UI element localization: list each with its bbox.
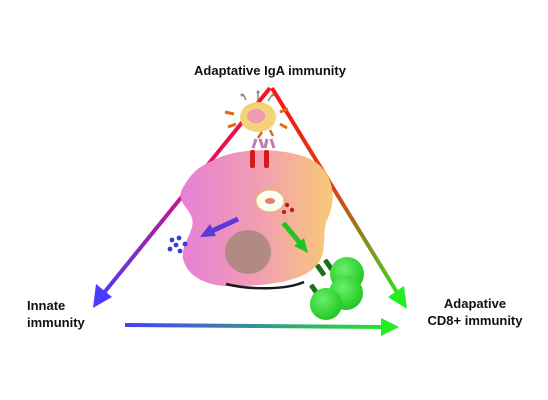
innate-vesicles [167,235,188,254]
iga-receptors [250,138,276,168]
arrow-green-inner [281,221,308,253]
label-cd8-line1: Adapative [443,296,507,311]
arrow-iga-to-cd8 [270,86,407,309]
arrow-purple-inner [200,216,240,237]
label-adaptative-cd8-immunity: Adapative CD8+ immunity [412,295,538,329]
label-innate-immunity: Innate immunity [27,297,85,331]
label-cd8-line2: CD8+ immunity [427,313,523,328]
cd8-t-cells [309,257,364,320]
endosome-vesicle [255,189,295,214]
plasma-cell [224,90,289,139]
label-adaptative-iga-immunity: Adaptative IgA immunity [194,63,346,78]
epithelial-cell [180,150,333,290]
arrow-innate-to-cd8 [124,318,399,336]
label-innate-line1: Innate [27,298,66,313]
label-innate-line2: immunity [27,315,85,330]
nucleus [225,230,271,274]
